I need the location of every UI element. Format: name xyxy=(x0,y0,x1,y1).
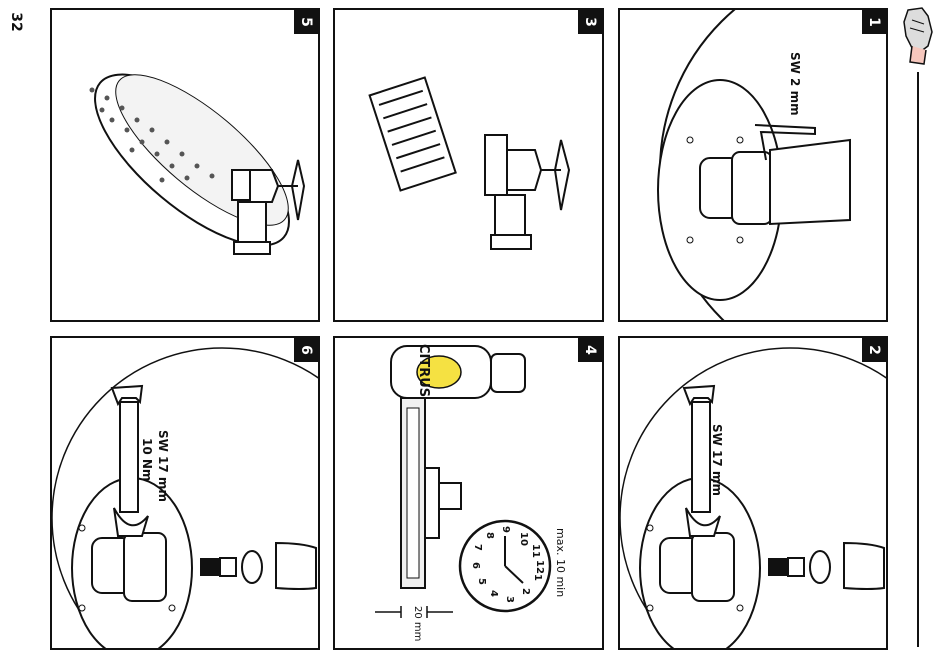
product-label: CITRUS xyxy=(416,344,431,397)
step-panel-3: 3 xyxy=(333,8,604,322)
filter-illustration xyxy=(335,10,602,320)
wrench-size-label: SW 17 mm xyxy=(156,430,170,502)
descaling-illustration xyxy=(335,338,602,648)
wrench-torque-illustration xyxy=(52,338,318,648)
clock-number: 7 xyxy=(472,544,483,551)
step-panel-1: 1 SW 2 mm xyxy=(618,8,888,322)
clock-number: 3 xyxy=(504,596,515,603)
wrench-removal-illustration xyxy=(620,338,886,648)
clock-number: 2 xyxy=(520,588,531,595)
step-panel-4: 4 CITRUS max. 10 min 20 mm 12 1 2 3 4 5 … xyxy=(333,336,604,650)
clock-number: 1 xyxy=(532,574,543,581)
clock-number: 8 xyxy=(484,532,495,539)
clock-number: 11 xyxy=(530,544,541,558)
hex-key-size-label: SW 2 mm xyxy=(788,52,802,116)
clock-number: 6 xyxy=(470,562,481,569)
wrench-size-label: SW 17 mm xyxy=(710,424,724,496)
page-number: 32 xyxy=(8,12,24,32)
margin-rule xyxy=(917,72,919,647)
gloved-hand-icon xyxy=(898,6,938,72)
time-label: max. 10 min xyxy=(554,528,567,597)
step-panel-2: 2 SW 17 mm xyxy=(618,336,888,650)
clock-number: 4 xyxy=(488,590,499,597)
clock-number: 10 xyxy=(518,532,529,546)
step-panel-5: 5 xyxy=(50,8,320,322)
torque-label: 10 Nm xyxy=(140,438,154,481)
mixer-hex-key-illustration xyxy=(620,10,886,320)
clock-number: 9 xyxy=(500,526,511,533)
measure-label: 20 mm xyxy=(412,606,423,641)
shower-head-illustration xyxy=(52,10,318,320)
clock-number: 12 xyxy=(534,560,545,574)
clock-number: 5 xyxy=(476,578,487,585)
step-panel-6: 6 SW 17 mm 10 Nm xyxy=(50,336,320,650)
